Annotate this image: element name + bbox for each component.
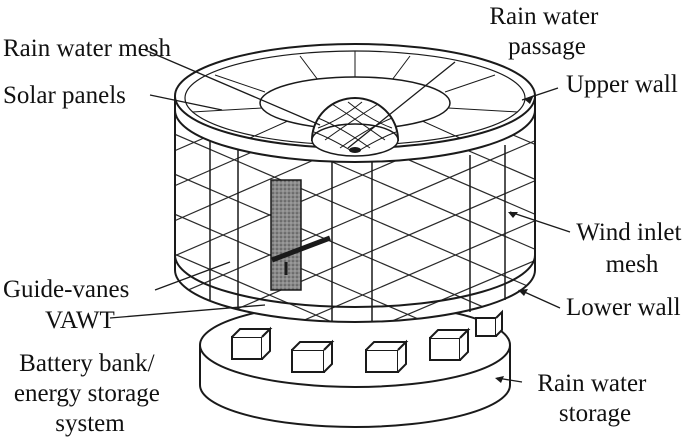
label-rain-water-passage: Rain water passage (489, 3, 604, 60)
battery-box (291, 339, 335, 373)
leader-arrowheads (495, 95, 534, 383)
battery-box (429, 327, 471, 361)
label-wind-inlet-mesh: Wind inlet mesh (576, 219, 687, 278)
battery-box (231, 326, 273, 360)
dome-mesh-lines (313, 101, 397, 151)
battery-box (475, 309, 503, 337)
vawt-turbine (270, 179, 331, 291)
label-vawt: VAWT (45, 307, 115, 334)
label-upper-wall: Upper wall (566, 71, 678, 98)
label-rain-water-storage: Rain water storage (537, 370, 652, 427)
guide-vane-lines (209, 140, 506, 322)
solar-panel-lines (191, 51, 519, 145)
label-battery-bank: Battery bank/ energy storage system (14, 350, 166, 437)
rain-water-mesh-dome (310, 97, 400, 157)
battery-box (365, 339, 409, 373)
label-lower-wall: Lower wall (566, 294, 681, 321)
label-solar-panels: Solar panels (3, 82, 126, 109)
label-rain-water-mesh: Rain water mesh (3, 35, 172, 62)
labels: Rain water passage Rain water mesh Solar… (3, 3, 687, 437)
label-guide-vanes: Guide-vanes (3, 276, 129, 303)
battery-bank-boxes (231, 309, 503, 373)
